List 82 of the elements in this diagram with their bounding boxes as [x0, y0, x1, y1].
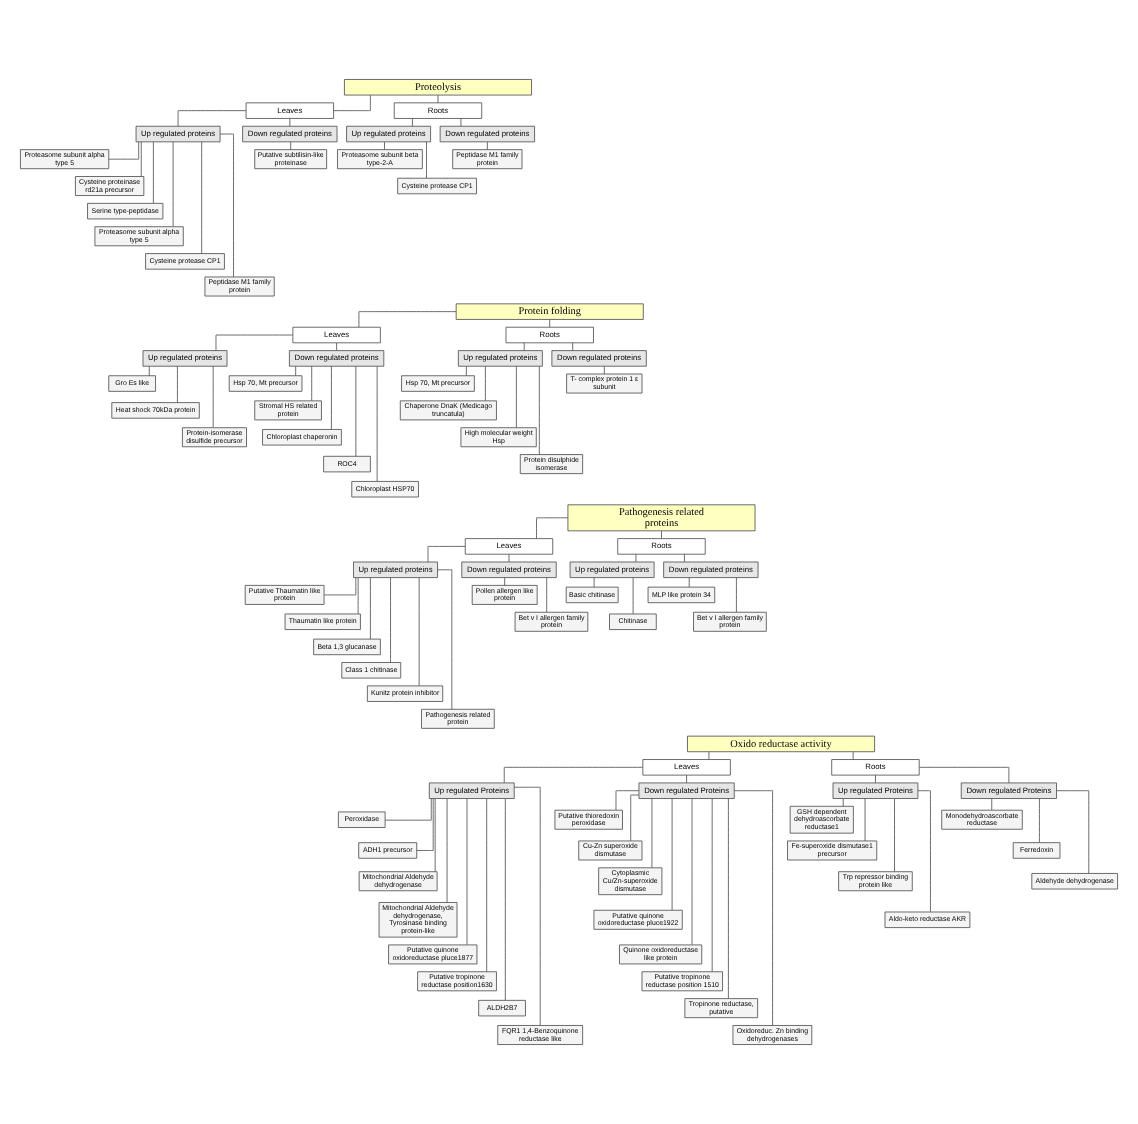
connector	[536, 517, 569, 540]
connector	[152, 141, 154, 204]
connector	[140, 141, 142, 177]
connector	[733, 790, 773, 1026]
connector	[466, 798, 468, 946]
connector	[437, 569, 453, 710]
connector	[177, 365, 178, 403]
connector	[201, 141, 203, 254]
connector	[503, 766, 644, 784]
connector	[446, 798, 448, 903]
connector	[108, 141, 140, 160]
connector	[546, 577, 548, 613]
connector	[513, 786, 541, 1026]
connector	[919, 766, 1010, 784]
connector	[691, 798, 693, 946]
connector	[290, 141, 292, 151]
connector	[615, 790, 640, 811]
connector	[427, 545, 466, 563]
connector	[416, 798, 434, 851]
connector	[357, 577, 359, 615]
connector	[219, 133, 234, 278]
connector	[336, 342, 338, 351]
connector	[411, 118, 413, 127]
connector	[486, 141, 488, 151]
connector	[671, 798, 673, 911]
connector	[842, 798, 844, 807]
connector	[418, 577, 420, 687]
connector	[727, 798, 729, 999]
connector	[148, 365, 150, 377]
connector	[295, 365, 297, 377]
connector	[572, 342, 574, 351]
connector	[465, 365, 467, 377]
connector	[651, 798, 653, 868]
connector	[434, 798, 436, 872]
connector	[686, 774, 688, 784]
connector	[333, 94, 371, 112]
connector	[504, 577, 506, 586]
connector	[212, 365, 214, 428]
connector	[177, 110, 247, 127]
connector	[523, 342, 525, 351]
connector	[630, 794, 640, 842]
connector	[632, 577, 634, 615]
connector	[549, 319, 551, 328]
connector	[864, 798, 866, 842]
connector	[426, 141, 427, 179]
connector	[711, 798, 713, 972]
connector	[460, 118, 462, 127]
connector	[603, 365, 605, 375]
connector	[384, 141, 385, 151]
connector	[688, 577, 690, 588]
connector	[593, 577, 595, 588]
connector	[991, 798, 993, 811]
connector	[172, 141, 174, 227]
connector	[376, 366, 378, 482]
connector	[917, 790, 931, 913]
connector	[538, 365, 540, 455]
connector	[384, 798, 432, 821]
connector	[390, 577, 391, 663]
connector	[515, 365, 517, 428]
connector	[1038, 798, 1040, 843]
connector	[437, 94, 439, 104]
connector	[484, 365, 486, 402]
connector	[894, 798, 895, 872]
connector	[355, 365, 357, 457]
connector	[486, 798, 488, 972]
connector	[684, 553, 685, 563]
connector	[852, 751, 854, 760]
connector	[661, 530, 662, 540]
connector	[311, 365, 313, 402]
connector	[369, 577, 371, 640]
connector	[735, 577, 737, 613]
connector	[323, 577, 357, 596]
connector	[508, 553, 510, 563]
connector	[875, 774, 876, 784]
connector	[708, 751, 710, 760]
connector	[1056, 790, 1090, 874]
connector	[635, 553, 637, 563]
connector	[358, 311, 457, 328]
connector	[330, 365, 332, 430]
connector	[215, 334, 294, 351]
connector	[289, 118, 291, 127]
connector	[504, 798, 506, 1001]
